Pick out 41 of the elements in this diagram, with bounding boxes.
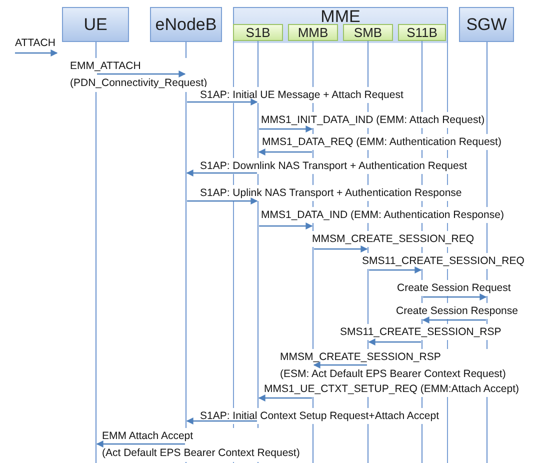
message-arrow (369, 266, 422, 274)
message-label: EMM_ATTACH (PDN_Connectivity_Request) (70, 58, 208, 92)
message-arrow (186, 418, 257, 424)
message-label: SMS11_CREATE_SESSION_RSP (340, 324, 502, 340)
message-label: S1AP: Initial UE Message + Attach Request (200, 87, 404, 103)
message-arrow (313, 362, 367, 368)
message-label: Create Session Response (396, 303, 518, 319)
message-arrow (186, 170, 257, 176)
component-box: SMB (343, 24, 393, 41)
message-arrow (96, 440, 185, 448)
component-box: MMB (288, 24, 338, 41)
participant-box: UE (62, 7, 129, 42)
message-arrow (423, 294, 487, 300)
message-arrow (15, 50, 58, 56)
message-arrow (187, 98, 258, 106)
message-label: S1AP: Initial Context Setup Request+Attach Accept (200, 408, 440, 424)
message-label: MMSM_CREATE_SESSION_RSP (ESM: Act Default EPS Bearer Context Request) (280, 349, 506, 383)
message-label: MMS1_DATA_IND (EMM: Authentication Response) (261, 207, 504, 223)
component-box: S1B (233, 24, 283, 41)
message-label: S1AP: Uplink NAS Transport + Authentication Response (200, 185, 462, 201)
message-label: SMS11_CREATE_SESSION_REQ (362, 253, 524, 269)
message-arrow (314, 246, 368, 252)
message-arrow (187, 198, 258, 204)
participant-box: eNodeB (150, 7, 222, 42)
participant-name: MME (320, 8, 362, 26)
message-label: MMSM_CREATE_SESSION_REQ (312, 231, 474, 247)
message-label: S1AP: Downlink NAS Transport + Authentication Request (200, 158, 468, 174)
message-arrow (422, 316, 486, 324)
message-arrow (259, 126, 313, 132)
message-label: MMS1_UE_CTXT_SETUP_REQ (EMM:Attach Accept) (264, 381, 519, 397)
participant-box: SGW (459, 7, 514, 42)
message-arrow (368, 338, 421, 346)
component-box: S11B (398, 24, 446, 41)
message-label: Create Session Request (397, 280, 511, 296)
message-label: EMM Attach Accept (Act Default EPS Bearer Context Request) (102, 428, 300, 462)
message-arrow (258, 394, 312, 402)
message-arrow (258, 148, 312, 156)
message-arrow (97, 70, 186, 78)
message-label: MMS1_INIT_DATA_IND (EMM: Attach Request) (261, 112, 485, 128)
message-arrow (259, 222, 313, 230)
message-label: MMS1_DATA_REQ (EMM: Authentication Request) (262, 134, 502, 150)
